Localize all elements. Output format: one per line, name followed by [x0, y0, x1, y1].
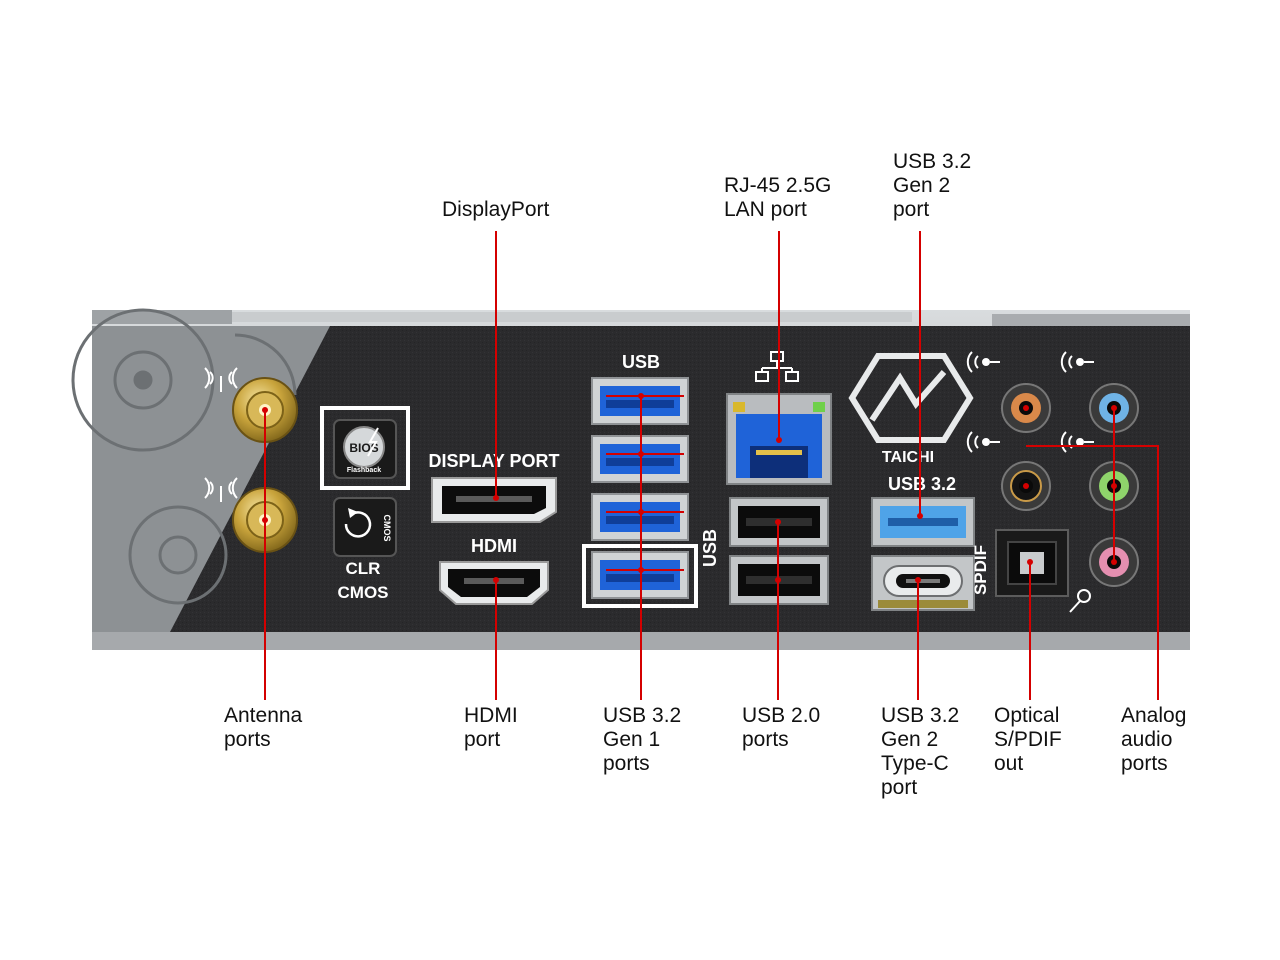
callout-optical-spdif: Optical S/PDIF out — [994, 704, 1062, 775]
callout-hdmi: HDMI port — [464, 704, 518, 751]
hdmi-panel-label: HDMI — [471, 536, 517, 556]
usb-vertical-panel-label: USB — [700, 529, 720, 567]
callout-usb20: USB 2.0 ports — [742, 704, 821, 751]
usb-top-panel-label: USB — [622, 352, 660, 372]
callout-displayport: DisplayPort — [442, 198, 550, 221]
clr-label: CLR — [346, 559, 381, 578]
callout-analog-audio: Analog audio ports — [1121, 704, 1187, 775]
callout-line-analog — [1026, 445, 1159, 700]
audio-jack-icon — [966, 351, 1094, 453]
wifi-antenna-icon — [204, 367, 238, 502]
callout-usb32-gen2: USB 3.2 Gen 2 port — [893, 150, 972, 221]
hdmi-connector — [439, 561, 549, 605]
callout-usb32-gen1: USB 3.2 Gen 1 ports — [603, 704, 682, 775]
taichi-logo-icon — [848, 353, 974, 443]
taichi-label: TAICHI — [882, 449, 934, 466]
callout-usb32-typec: USB 3.2 Gen 2 Type-C port — [881, 704, 960, 799]
callout-lines — [264, 231, 1159, 700]
cmos-small-label: CMOS — [382, 515, 392, 542]
flashback-label: Flashback — [347, 467, 381, 474]
bios-flashback-icon — [367, 427, 379, 457]
bios-flashback-button: BIOS Flashback — [320, 406, 410, 490]
callout-rj45-lan: RJ-45 2.5G LAN port — [724, 174, 832, 221]
usb32-panel-label: USB 3.2 — [888, 474, 956, 494]
cmos-label: CMOS — [338, 583, 389, 602]
microphone-icon — [1069, 589, 1091, 613]
callout-antenna: Antenna ports — [224, 704, 303, 751]
display-port-panel-label: DISPLAY PORT — [428, 451, 559, 471]
network-icon — [755, 351, 799, 382]
usb32-gen2-port — [871, 497, 975, 547]
reset-icon — [344, 508, 372, 538]
clr-cmos-button: CMOS — [333, 497, 397, 557]
spdif-panel-label: SPDIF — [971, 545, 990, 595]
callout-dots — [262, 393, 1117, 583]
usb32-gen2-typec-port — [871, 555, 975, 611]
